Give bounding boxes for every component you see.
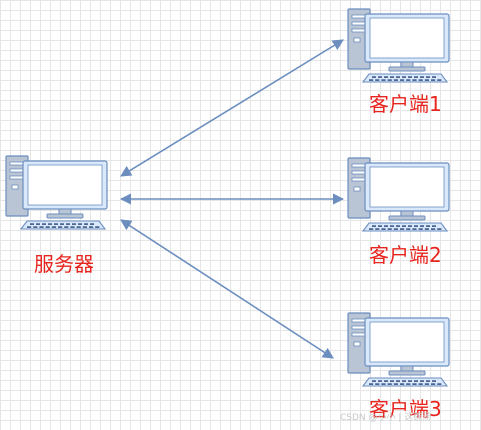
client-2-label: 客户端2 (369, 243, 442, 267)
client-1-label: 客户端1 (369, 92, 442, 116)
arrow-server-client-1 (120, 39, 344, 177)
watermark: CSDN @小小 | 这碗汤 (340, 413, 432, 423)
server-computer-icon (5, 155, 108, 230)
client-computer-1-icon (347, 8, 450, 83)
server-label: 服务器 (34, 252, 94, 276)
client-computer-2-icon (347, 157, 450, 232)
client-computer-3-icon (347, 312, 450, 387)
connections (119, 39, 345, 359)
client-3-label: 客户端3 (369, 397, 442, 421)
arrow-server-client-3 (120, 219, 334, 359)
